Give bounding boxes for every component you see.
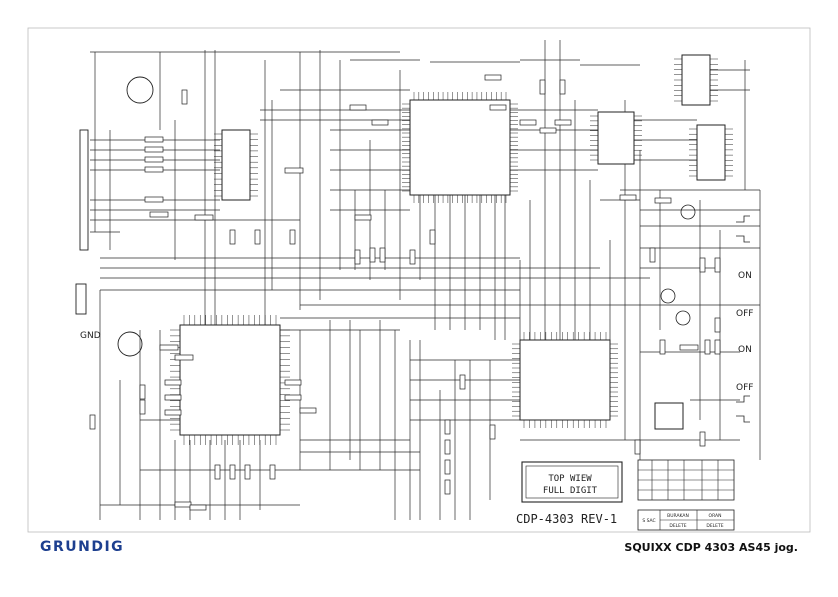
ic-rf-amp <box>221 129 251 201</box>
ic-main-processor <box>409 99 511 196</box>
model-title: SQUIXX CDP 4303 AS45 jog. <box>624 541 798 554</box>
ic-audio-amp <box>654 402 684 430</box>
ic-memory-lower <box>696 124 726 181</box>
switch-on-label-2: ON <box>738 345 752 355</box>
transistor-right-2 <box>660 288 676 304</box>
ic-dac <box>597 111 635 165</box>
ic-memory-upper <box>681 54 711 106</box>
switch-off-label-1: OFF <box>736 309 753 319</box>
sheet-border <box>27 27 811 533</box>
title-block <box>637 459 735 531</box>
board-model-label: CDP-4303 REV-1 <box>516 512 617 526</box>
switch-on-label-1: ON <box>738 271 752 281</box>
brand-logo: GRUNDIG <box>40 539 125 555</box>
ic-servo <box>179 324 281 436</box>
transistor-right-3 <box>675 310 691 326</box>
switch-off-label-2: OFF <box>736 383 753 393</box>
transistor-mid-left <box>117 331 143 357</box>
title-block-col1: BURAKAN <box>667 513 689 519</box>
ic-display-driver <box>519 339 611 421</box>
left-connector <box>79 129 89 251</box>
transistor-top-left <box>126 76 154 104</box>
title-block-val1: DELETE <box>669 523 686 529</box>
title-block-col2: ORAN <box>709 513 722 519</box>
transistor-right-1 <box>680 204 696 220</box>
jack-upper <box>736 215 750 243</box>
ground-label: GND <box>80 331 101 341</box>
display-label-bottom: FULL DIGIT <box>543 486 598 496</box>
passive-components <box>89 74 721 511</box>
title-block-row-label: S SAC <box>642 518 655 524</box>
jack-lower <box>736 395 750 423</box>
flex-connector <box>75 283 87 315</box>
lcd-display <box>521 461 623 503</box>
display-label-top: TOP WIEW <box>548 474 592 484</box>
wire-network <box>90 40 761 520</box>
title-block-val2: DELETE <box>706 523 723 529</box>
